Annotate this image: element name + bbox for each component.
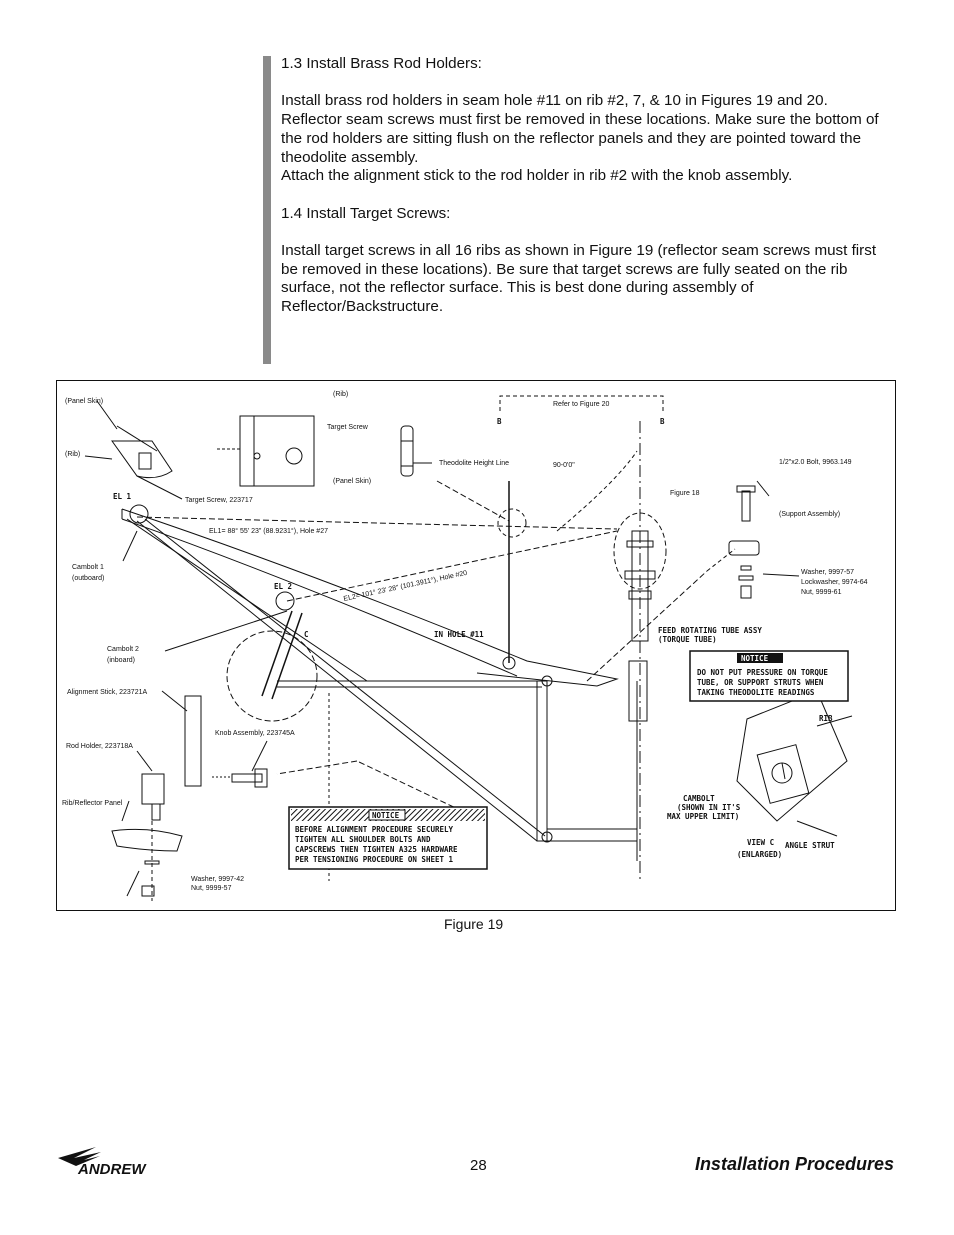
label-washer-bottom: Washer, 9997-42	[191, 876, 244, 883]
notice-bottom-title: NOTICE	[372, 811, 400, 820]
label-target-screw-part: Target Screw, 223717	[185, 497, 253, 504]
label-figure-18: Figure 18	[670, 490, 700, 497]
label-nut-bottom: Nut, 9999-57	[191, 885, 232, 892]
label-feed-tube-2: (TORQUE TUBE)	[658, 635, 717, 644]
sidebar-rule	[263, 56, 271, 364]
notice-right-line-3: TAKING THEODOLITE READINGS	[697, 688, 815, 697]
label-support-assembly: (Support Assembly)	[779, 511, 840, 518]
notice-right-line-2: TUBE, OR SUPPORT STRUTS WHEN	[697, 678, 824, 687]
page-number: 28	[470, 1157, 487, 1174]
andrew-logo-icon: ANDREW	[58, 1147, 147, 1178]
label-el2-marker: EL 2	[274, 582, 292, 591]
view-c-circle	[226, 630, 318, 722]
label-in-hole-11: IN HOLE #11	[434, 630, 484, 639]
label-el2-value: EL2= 101° 23' 28" (101.3911°), Hole #20	[343, 569, 468, 603]
label-rib-reflector-panel: Rib/Reflector Panel	[62, 800, 123, 807]
notice-bottom-line-4: PER TENSIONING PROCEDURE ON SHEET 1	[295, 855, 454, 864]
logo-text: ANDREW	[77, 1161, 147, 1176]
label-cambolt-note-3: MAX UPPER LIMIT)	[667, 812, 739, 821]
label-panel-skin-left: (Panel Skin)	[65, 398, 103, 405]
label-section-b-right: B	[660, 417, 665, 426]
label-rod-holder: Rod Holder, 223718A	[66, 743, 133, 750]
label-enlarged: (ENLARGED)	[737, 850, 782, 859]
label-washer-right: Washer, 9997-57	[801, 569, 854, 576]
notice-right-line-1: DO NOT PUT PRESSURE ON TORQUE	[697, 668, 828, 677]
section-title: Installation Procedures	[694, 1154, 894, 1174]
label-view-c: VIEW C	[747, 838, 774, 847]
label-cambolt-1: Cambolt 1	[72, 564, 104, 571]
label-nut-right: Nut, 9999-61	[801, 589, 842, 596]
notice-box-bottom: NOTICE BEFORE ALIGNMENT PROCEDURE SECURE…	[288, 806, 488, 870]
label-target-screw: Target Screw	[327, 424, 369, 431]
label-lockwasher-right: Lockwasher, 9974-64	[801, 579, 868, 586]
figure-18-callout	[613, 512, 667, 590]
technical-drawing: NOTICE DO NOT PUT PRESSURE ON TORQUE TUB…	[62, 391, 868, 901]
label-view-c-marker: C	[304, 630, 309, 639]
label-panel-skin-mid: (Panel Skin)	[333, 478, 371, 485]
label-el1-marker: EL 1	[113, 492, 132, 501]
notice-bottom-line-3: CAPSCREWS THEN TIGHTEN A325 HARDWARE	[295, 845, 458, 854]
label-inboard: (inboard)	[107, 657, 135, 664]
label-el1-value: EL1= 88° 55' 23" (88.9231°), Hole #27	[209, 527, 328, 535]
instructions-text: 1.3 Install Brass Rod Holders: Install b…	[281, 55, 891, 317]
label-rib-right: RIB	[819, 714, 833, 723]
label-angle-90: 90-0'0"	[553, 462, 575, 469]
label-section-b-left: B	[497, 417, 502, 426]
label-theodolite-height-line: Theodolite Height Line	[439, 460, 509, 467]
label-outboard: (outboard)	[72, 575, 104, 582]
section-1-3-paragraph: Install brass rod holders in seam hole #…	[281, 92, 879, 166]
section-1-4-paragraph: Install target screws in all 16 ribs as …	[281, 241, 877, 316]
label-bolt: 1/2"x2.0 Bolt, 9963.149	[779, 459, 852, 466]
label-alignment-stick: Alignment Stick, 223721A	[67, 689, 147, 696]
label-feed-tube-1: FEED ROTATING TUBE ASSY	[658, 626, 762, 635]
figure-caption: Figure 19	[444, 916, 504, 932]
notice-bottom-line-2: TIGHTEN ALL SHOULDER BOLTS AND	[295, 835, 431, 844]
notice-box-right: NOTICE DO NOT PUT PRESSURE ON TORQUE TUB…	[689, 650, 849, 702]
section-1-3-heading: 1.3 Install Brass Rod Holders:	[281, 55, 482, 72]
label-knob-assembly: Knob Assembly, 223745A	[215, 730, 295, 737]
section-1-4-heading: 1.4 Install Target Screws:	[281, 204, 451, 222]
notice-title: NOTICE	[741, 654, 769, 663]
notice-bottom-line-1: BEFORE ALIGNMENT PROCEDURE SECURELY	[295, 825, 454, 834]
label-cambolt-note-2: (SHOWN IN IT'S	[677, 803, 741, 812]
andrew-logo: ANDREW	[56, 1144, 176, 1181]
label-refer-figure-20: Refer to Figure 20	[553, 401, 610, 408]
label-cambolt-note-1: CAMBOLT	[683, 794, 715, 803]
label-rib-left: (Rib)	[65, 451, 80, 458]
label-rib-top: (Rib)	[333, 391, 348, 398]
section-1-3-paragraph-2: Attach the alignment stick to the rod ho…	[281, 167, 793, 185]
label-cambolt-2: Cambolt 2	[107, 646, 139, 653]
label-angle-strut: ANGLE STRUT	[785, 841, 835, 850]
figure-19-drawing: NOTICE DO NOT PUT PRESSURE ON TORQUE TUB…	[56, 380, 896, 911]
